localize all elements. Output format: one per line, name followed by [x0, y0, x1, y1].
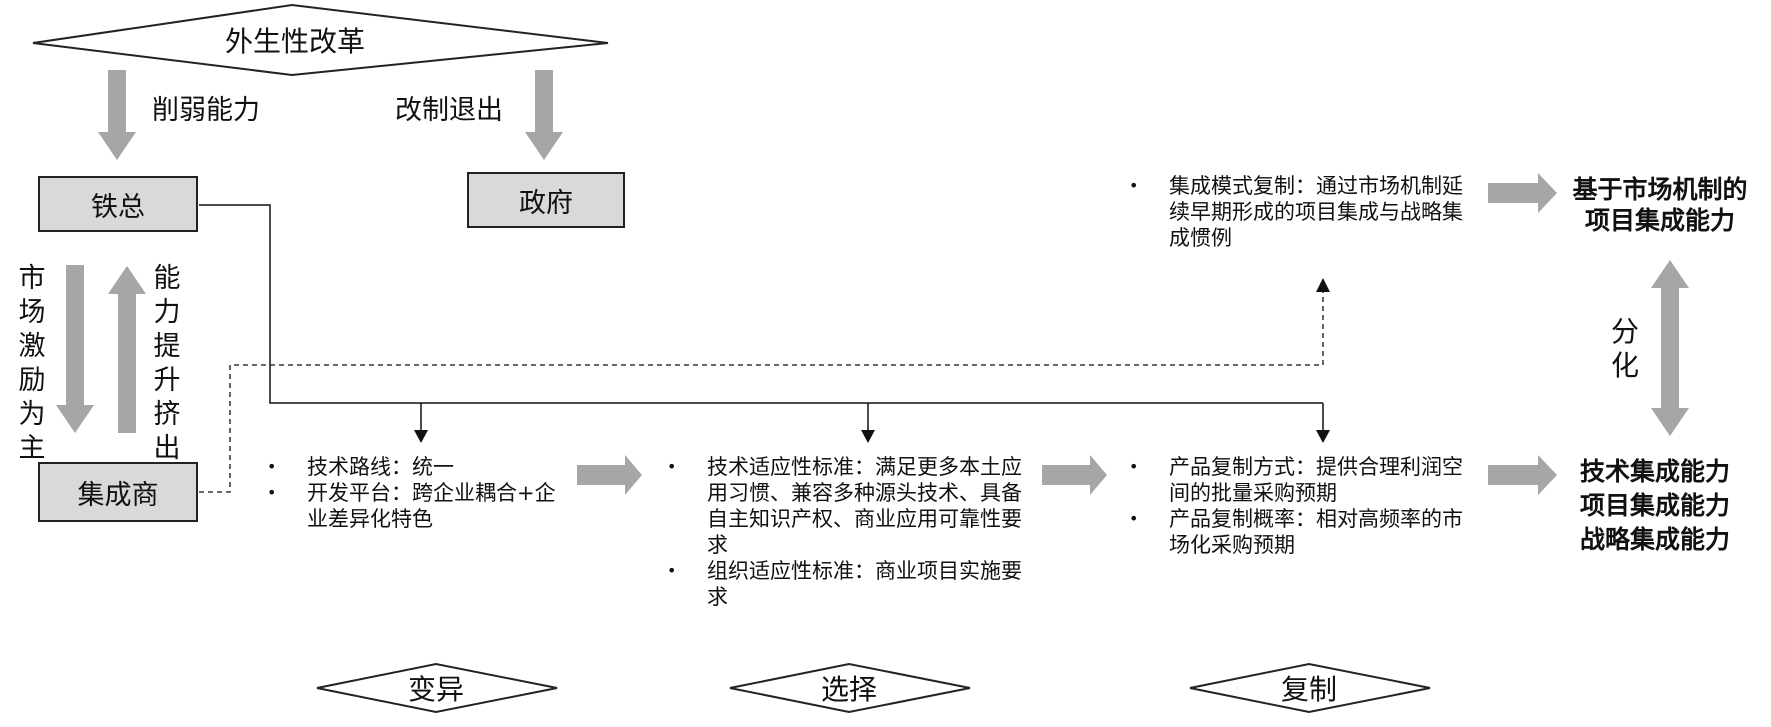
- variation-item: 开发平台：跨企业耦合+企业差异化特色: [265, 480, 575, 532]
- mode-replication-item: 集成模式复制：通过市场机制延续早期形成的项目集成与战略集成惯例: [1127, 173, 1482, 251]
- down-arrowhead-selection: [861, 430, 875, 443]
- replication-to-capabilities-arrow: [1488, 455, 1557, 495]
- integrator-box: 集成商: [38, 462, 198, 522]
- weaken-arrow: [98, 70, 136, 160]
- capability-line: 项目集成能力: [1579, 491, 1730, 520]
- variation-label: 变异: [407, 673, 464, 706]
- railway-corp-box: 铁总: [38, 176, 198, 232]
- restructure-arrow: [525, 70, 563, 160]
- capability-line: 战略集成能力: [1579, 525, 1730, 554]
- selection-diamond-shape: [729, 662, 971, 714]
- variation-item: 技术路线：统一: [265, 454, 575, 480]
- replication-label: 复制: [1280, 673, 1337, 706]
- mode-replication-list: 集成模式复制：通过市场机制延续早期形成的项目集成与战略集成惯例: [1127, 173, 1482, 251]
- restructure-exit-label: 改制退出: [395, 95, 503, 126]
- down-arrowhead-variation: [414, 430, 428, 443]
- replication-item: 产品复制概率：相对高频率的市场化采购预期: [1127, 506, 1482, 558]
- integrator-dashed-line: [199, 292, 1324, 493]
- selection-label: 选择: [820, 673, 877, 706]
- up-arrowhead-mode-replication: [1316, 278, 1330, 292]
- selection-item: 组织适应性标准：商业项目实施要求: [665, 558, 1040, 610]
- selection-list: 技术适应性标准：满足更多本土应用习惯、兼容多种源头技术、具备自主知识产权、商业应…: [665, 454, 1040, 610]
- differentiation-label: 分化: [1610, 315, 1639, 382]
- market-capability-text: 基于市场机制的 项目集成能力: [1560, 174, 1760, 236]
- replication-diamond-shape: [1189, 662, 1431, 714]
- capabilities-text: 技术集成能力 项目集成能力 战略集成能力: [1560, 455, 1750, 557]
- market-capability-line: 基于市场机制的: [1572, 175, 1748, 204]
- top-diamond-label: 外生性改革: [224, 25, 365, 58]
- market-incentive-label: 市场激励为主: [18, 263, 46, 464]
- replication-list: 产品复制方式：提供合理利润空间的批量采购预期 产品复制概率：相对高频率的市场化采…: [1127, 454, 1482, 558]
- selection-to-replication-arrow: [1042, 455, 1107, 495]
- capability-push-arrow: [108, 266, 146, 433]
- top-diamond-shape: [32, 3, 609, 77]
- government-box: 政府: [467, 172, 625, 228]
- railway-connector-line: [199, 204, 1323, 404]
- replication-item: 产品复制方式：提供合理利润空间的批量采购预期: [1127, 454, 1482, 506]
- variation-to-selection-arrow: [577, 455, 642, 495]
- market-incentive-arrow: [56, 265, 94, 433]
- variation-list: 技术路线：统一 开发平台：跨企业耦合+企业差异化特色: [265, 454, 575, 532]
- capability-push-label: 能力提升挤出: [153, 263, 181, 464]
- differentiation-arrow: [1651, 260, 1689, 436]
- down-arrowhead-replication: [1316, 430, 1330, 443]
- weaken-capability-label: 削弱能力: [152, 95, 260, 126]
- selection-item: 技术适应性标准：满足更多本土应用习惯、兼容多种源头技术、具备自主知识产权、商业应…: [665, 454, 1040, 558]
- capability-line: 技术集成能力: [1579, 457, 1730, 486]
- market-capability-line: 项目集成能力: [1584, 206, 1735, 235]
- mode-replication-to-market-arrow: [1488, 173, 1557, 213]
- variation-diamond-shape: [316, 662, 558, 714]
